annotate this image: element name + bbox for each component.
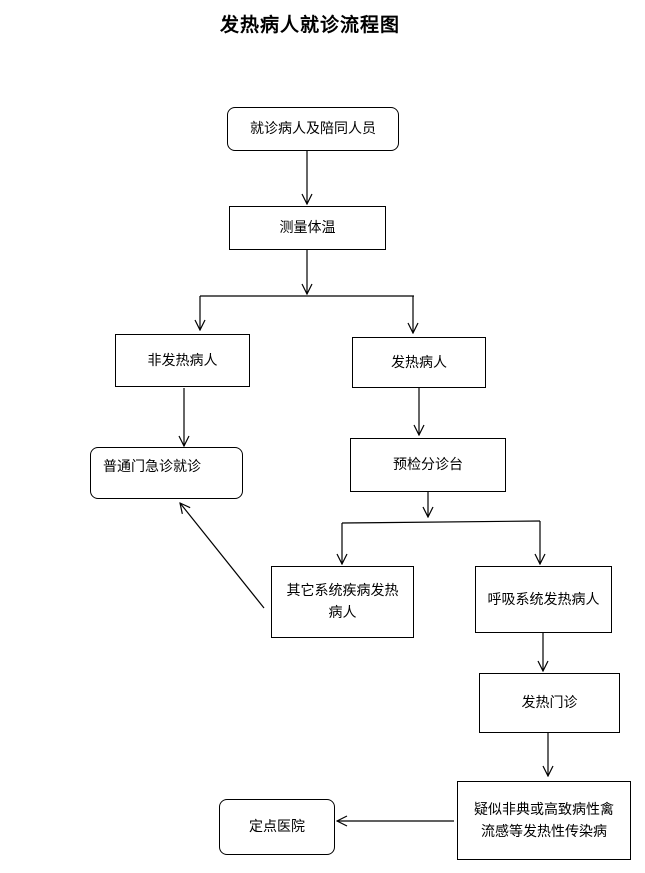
node-suspected-infectious: 疑似非典或高致病性禽 流感等发热性传染病 (457, 781, 631, 860)
page-title: 发热病人就诊流程图 (219, 14, 400, 36)
node-general-clinic: 普通门急诊就诊 (90, 447, 243, 499)
node-label-line1: 其它系统疾病发热 (286, 583, 399, 599)
node-other-system-fever: 其它系统疾病发热 病人 (271, 566, 414, 638)
node-label-line1: 疑似非典或高致病性禽 (474, 801, 614, 818)
node-label: 普通门急诊就诊 (103, 459, 201, 475)
node-fever-patient: 发热病人 (352, 337, 486, 388)
node-fever-clinic: 发热门诊 (479, 673, 620, 733)
node-label: 发热门诊 (521, 695, 578, 711)
node-respiratory-fever: 呼吸系统发热病人 (475, 566, 612, 633)
node-label: 测量体温 (279, 220, 336, 236)
node-label: 非发热病人 (147, 352, 218, 369)
node-label-line2: 病人 (328, 605, 357, 621)
node-measure-temperature: 测量体温 (229, 206, 386, 250)
split-line-2 (341, 520, 541, 524)
node-non-fever-patient: 非发热病人 (115, 334, 250, 387)
node-patient-escort: 就诊病人及陪同人员 (227, 107, 399, 151)
node-label: 发热病人 (391, 354, 447, 371)
node-label: 呼吸系统发热病人 (487, 591, 600, 608)
node-triage-desk: 预检分诊台 (350, 438, 506, 492)
node-designated-hospital: 定点医院 (219, 799, 335, 855)
node-label-line2: 流感等发热性传染病 (481, 823, 607, 840)
arrow-other-to-clinic (180, 503, 265, 609)
node-label: 预检分诊台 (393, 457, 463, 473)
node-label: 就诊病人及陪同人员 (250, 121, 376, 137)
node-label: 定点医院 (249, 819, 305, 835)
